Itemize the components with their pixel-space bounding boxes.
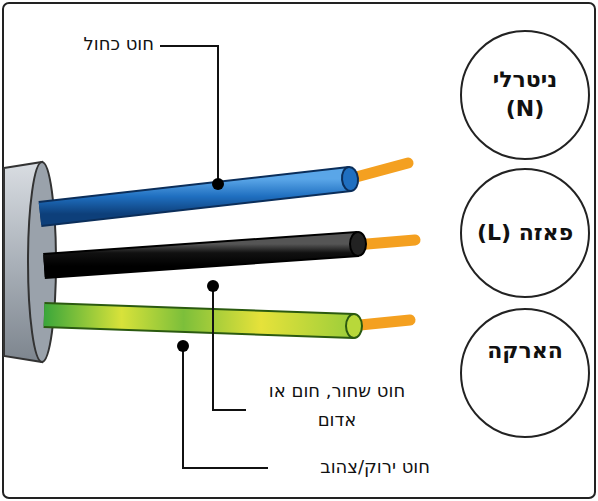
wire-label: חוט שחור, חום או אדום — [249, 377, 425, 435]
term-circle: ניטרלי (N) — [460, 30, 590, 160]
term-name: הארקה — [487, 337, 563, 366]
term-circle: הארקה — [460, 308, 590, 438]
leader-dots — [177, 178, 224, 352]
term-circle: פאזה (L) — [460, 168, 590, 298]
wire-label: חוט ירוק/צהוב — [318, 453, 432, 482]
blue-wire — [40, 179, 350, 214]
black-wire — [44, 244, 358, 266]
frame — [3, 3, 595, 498]
term-name: ניטרלי (N) — [472, 66, 578, 123]
green-yellow-wire — [44, 315, 354, 326]
wire-label: חוט כחול — [82, 30, 156, 59]
term-name: פאזה (L) — [477, 219, 573, 248]
